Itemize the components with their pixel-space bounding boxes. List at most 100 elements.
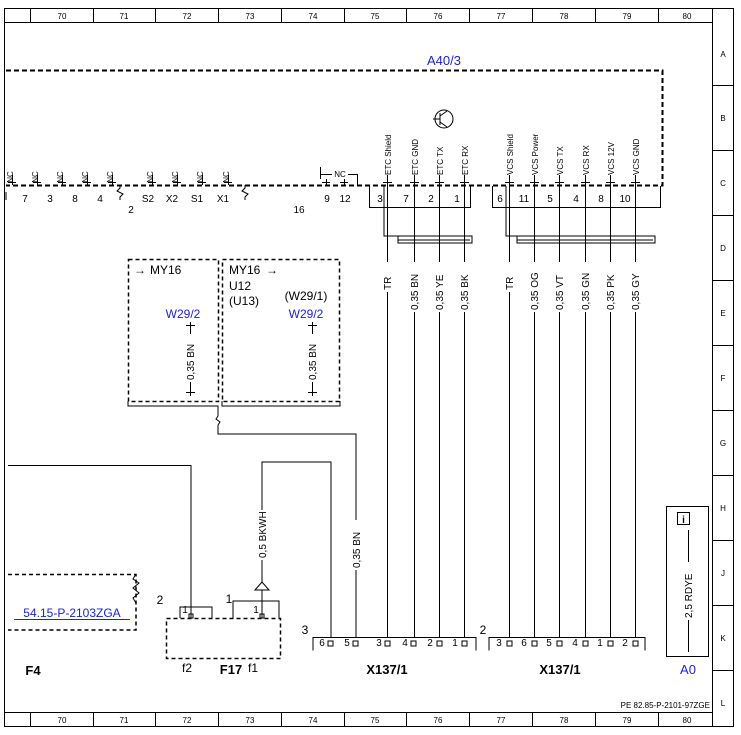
pin-number: 5 [344,638,350,649]
col-label: 71 [120,12,129,21]
col-label: 78 [560,716,569,725]
row-label: L [721,699,726,708]
connector-label: X137/1 [366,662,407,677]
vcs-wire-labels: TR 0,35 OG 0,35 VT 0,35 GN 0,35 PK 0,35 … [504,262,642,312]
fuse-block[interactable] [165,600,282,660]
pin-number: 8 [72,194,78,205]
pin-number: 3 [377,194,383,205]
row-ticks [712,85,734,671]
reference-block[interactable]: 54.15-P-2103ZGA [8,573,140,631]
pin-number: 4 [572,638,578,649]
col-label: 71 [120,716,129,725]
bkwh-label: 0,5 BKWH [257,510,269,560]
col-label: 73 [246,12,255,21]
col-label: 73 [246,716,255,725]
pin-numbers-left: 7 3 8 4 2 S2 X2 S1 X1 16 [22,194,305,216]
pin-count: 1 [226,592,233,606]
etc-wires [387,186,465,637]
pin-number: S2 [142,194,155,205]
row-label: B [720,114,725,123]
nc-label: NC [171,171,180,183]
pin-group-count: 2 [128,205,134,216]
nc-label: NC [56,171,65,183]
nc-label: NC [196,171,205,183]
pin-number: X1 [217,194,230,205]
pin-count: 3 [302,623,309,637]
wire-label: 0,35 OG [530,272,541,310]
etc-pin-group: ETC Shield ETC GND ETC TX ETC RX 3 7 2 1 [369,135,471,208]
column-labels-bottom: 70 71 72 73 74 75 76 77 78 79 80 [58,716,692,725]
f17-label: F17 [220,662,242,677]
col-label: 77 [497,716,506,725]
pin-number: 1 [452,638,458,649]
wire-label: 0,35 GY [631,273,642,310]
variant-line: (U13) [229,294,259,308]
variant-box-left: → MY16 W29/2 0,35 BN [127,258,220,403]
col-label: 72 [183,716,192,725]
alt-connector-ref: (W29/1) [285,289,328,303]
col-label: 72 [183,12,192,21]
pin-number: 11 [519,194,530,205]
pin-number: 6 [319,638,325,649]
f4-label: F4 [25,663,41,678]
a0-block[interactable]: i 2,5 RDYE A0 [666,506,709,678]
pin-number: 9 [324,194,330,205]
pin-number: 5 [547,194,553,205]
pin-number: 3 [47,194,53,205]
connector-x137-left[interactable]: 6 5 3 4 2 1 3 X137/1 [302,623,477,677]
row-label: E [720,309,725,318]
pin-number: 3 [376,638,382,649]
wire-label: 0,35 BN [352,532,363,568]
pin-number: 7 [403,194,409,205]
pin-number: 5 [546,638,552,649]
pin-number: 1 [597,638,603,649]
pin-number: 1 [182,605,188,616]
vcs-pin-group: VCS Shield VCS Power VCS TX VCS RX VCS 1… [492,133,661,208]
variant-box-right: MY16 → U12 (U13) (W29/1) W29/2 0,35 BN [221,258,341,403]
wire-label: TR [505,277,516,290]
vcs-signal-label: VCS RX [582,145,591,175]
connector-label: X137/1 [539,662,580,677]
f1-label: f1 [248,661,258,675]
column-labels-top: 70 71 72 73 74 75 76 77 78 79 80 [58,12,692,21]
col-label: 74 [309,12,318,21]
a0-label: A0 [680,662,696,677]
wire-label: 2,5 RDYE [684,573,695,618]
nc-bracket [320,167,358,185]
connector-x137-right[interactable]: 3 6 5 4 1 2 2 X137/1 [480,623,646,677]
row-label: H [720,504,726,513]
nc-label: NC [146,171,155,183]
diagram-frame [4,8,734,727]
module-label: A40/3 [427,53,461,68]
f4-wire [8,465,192,612]
transistor-icon [433,109,454,129]
document-id: PE 82.85-P-2101-97ZGE [621,701,710,710]
module-a40-3[interactable]: A40/3 [6,53,664,187]
variant-label: MY16 [150,263,182,277]
etc-signal-label: ETC GND [411,139,420,175]
nc-label: NC [222,171,231,183]
info-icon[interactable]: i [677,512,690,527]
nc-label: NC [334,170,346,179]
col-label: 75 [371,716,380,725]
wire-label: 0,35 BN [308,344,319,380]
wire-label: 0,5 BKWH [258,511,269,558]
col-label: 79 [623,716,632,725]
wire-label: TR [383,277,394,290]
vcs-signal-label: VCS Power [531,133,540,175]
nc-label: NC [6,171,15,183]
col-label: 75 [371,12,380,21]
row-label: K [720,634,726,643]
row-labels: A B C D E F G H J K L [720,50,726,708]
pin-number: 2 [622,638,628,649]
nc-label: NC [81,171,90,183]
bn-main-label: 0,35 BN [351,520,363,570]
col-label: 77 [497,12,506,21]
vcs-signal-label: VCS Shield [506,134,515,175]
wire-label: 0,35 YE [435,274,446,310]
col-label: 70 [58,12,67,21]
pin-count: 2 [157,593,164,607]
fuse-labels: 1 2 1 1 f2 F17 f1 [157,592,260,677]
pin-number: 6 [521,638,527,649]
